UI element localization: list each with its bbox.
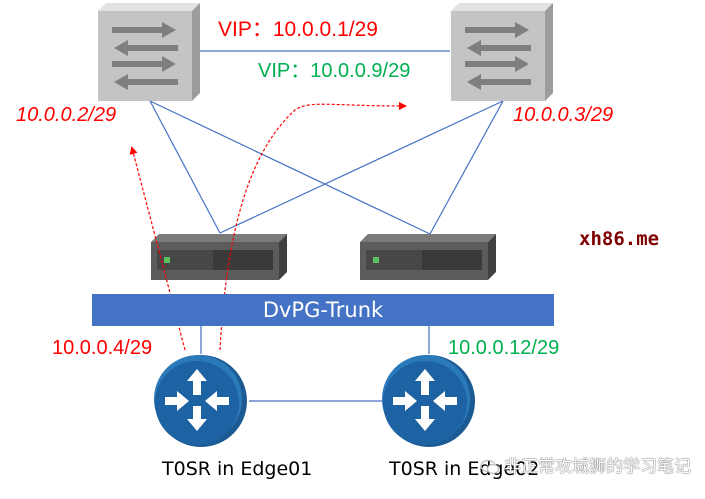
watermark: 非正常攻城狮的学习笔记 bbox=[480, 458, 691, 475]
layer3-switch-icon bbox=[98, 3, 200, 101]
server-host-icon bbox=[360, 234, 496, 280]
link-switch-left-host-right bbox=[149, 100, 431, 235]
vip-label-green: VIP：10.0.0.9/29 bbox=[258, 60, 411, 82]
router-icon bbox=[382, 355, 475, 447]
vip-label-red: VIP：10.0.0.1/29 bbox=[218, 18, 378, 41]
link-switch-left-host-left bbox=[149, 100, 221, 234]
router-icon bbox=[154, 355, 247, 447]
dvpg-trunk-bar: DvPG-Trunk bbox=[92, 294, 554, 326]
dvpg-trunk-label: DvPG-Trunk bbox=[262, 298, 384, 322]
edge02-name: T0SR in Edge02 bbox=[389, 458, 540, 480]
switch-left-ip: 10.0.0.2/29 bbox=[16, 104, 117, 126]
server-host-icon bbox=[151, 234, 287, 280]
switch-right-ip: 10.0.0.3/29 bbox=[513, 104, 614, 126]
watermark-text: 非正常攻城狮的学习笔记 bbox=[504, 457, 691, 476]
edge01-ip: 10.0.0.4/29 bbox=[52, 337, 153, 359]
link-switch-right-host-right bbox=[429, 100, 504, 235]
traffic-path-to-vip bbox=[219, 101, 407, 351]
edge01-name: T0SR in Edge01 bbox=[162, 458, 313, 480]
link-switch-right-host-left bbox=[219, 100, 504, 234]
layer3-switch-icon bbox=[451, 3, 553, 101]
edge02-ip: 10.0.0.12/29 bbox=[448, 337, 560, 359]
wechat-icon bbox=[480, 459, 500, 474]
brand-label: xh86.me bbox=[579, 228, 660, 250]
